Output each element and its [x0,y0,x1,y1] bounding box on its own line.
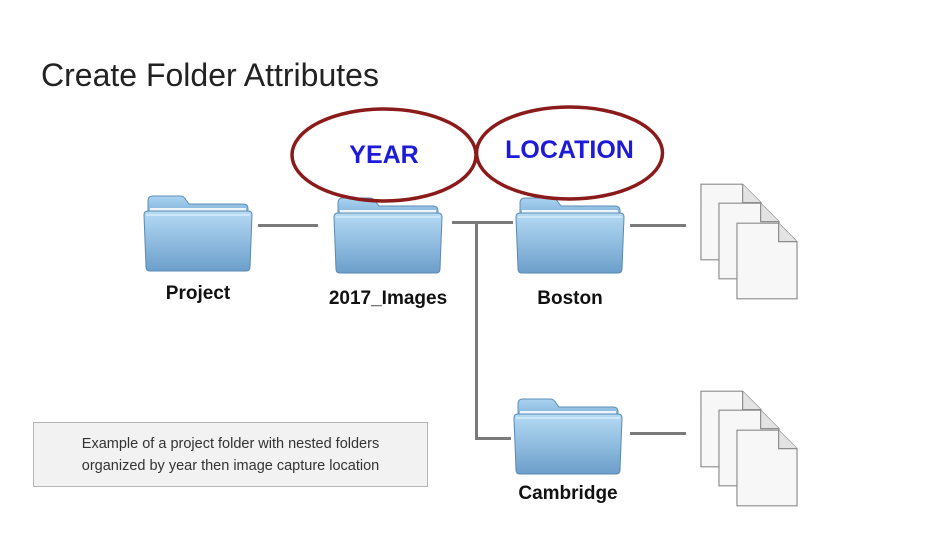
folder-label-project: Project [165,283,231,304]
connector-boston-docs [630,224,686,227]
folder-icon[interactable] [142,193,254,273]
connector-vertical [475,221,478,439]
folder-icon[interactable] [332,195,444,275]
folder-label-2017-images: 2017_Images [328,288,448,309]
caption-line-2: organized by year then image capture loc… [81,457,380,474]
document-stack-icon[interactable] [698,388,804,513]
attribute-label-location: LOCATION [505,136,634,164]
ellipse-outline [474,105,665,201]
attribute-bubble-location: LOCATION [474,103,665,203]
caption-box: Example of a project folder with nested … [33,422,428,487]
connector-trunk-boston [475,221,513,224]
attribute-label-year: YEAR [349,141,419,169]
slide-title: Create Folder Attributes [41,57,379,93]
connector-project-year [258,224,318,227]
document-stack-icon[interactable] [698,181,804,306]
connector-cambridge-docs [630,432,686,435]
caption-line-1: Example of a project folder with nested … [81,435,380,452]
folder-icon[interactable] [512,396,624,476]
connector-year-trunk [452,221,488,224]
folder-label-boston: Boston [537,288,603,309]
folder-icon[interactable] [514,195,626,275]
folder-label-cambridge: Cambridge [518,483,618,504]
connector-trunk-cambridge [475,437,511,440]
attribute-bubble-year: YEAR [289,105,479,205]
